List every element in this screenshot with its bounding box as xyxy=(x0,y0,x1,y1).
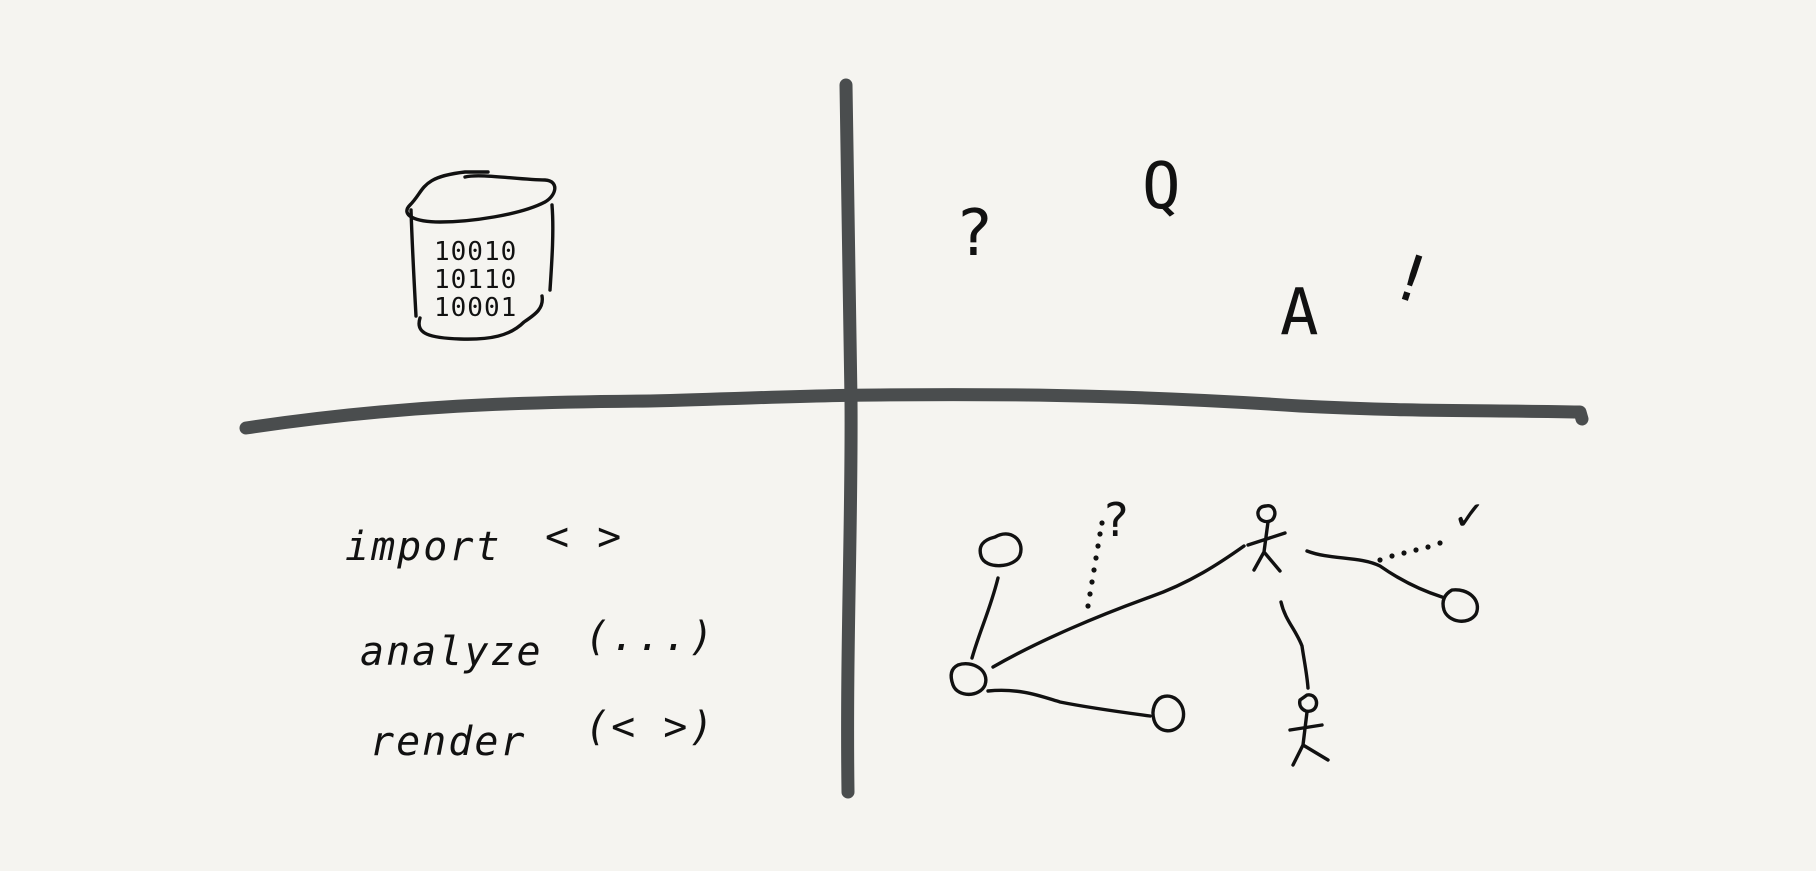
person-icon-bottom xyxy=(1288,693,1330,767)
binary-row-1: 10010 xyxy=(434,237,517,267)
person-icon-top xyxy=(1246,504,1287,573)
question-mark-icon: ? xyxy=(955,197,994,271)
edge-person-top-to-person-bottom xyxy=(1279,600,1310,690)
horizontal-axis xyxy=(239,388,1589,435)
edge-hub-to-person-top xyxy=(991,544,1246,669)
node-right xyxy=(1441,588,1480,623)
edge-node-top-left-to-hub xyxy=(970,576,1000,660)
code-snippet: import < > analyze (...) render (< >) xyxy=(345,514,715,765)
check-mark-icon: ✓ xyxy=(1455,487,1483,541)
database-icon: 10010 10110 10001 xyxy=(405,170,557,341)
network-question-mark-icon: ? xyxy=(1102,493,1130,547)
node-top-left xyxy=(978,532,1023,568)
network-graph: ? ✓ xyxy=(949,487,1483,767)
letter-a-icon: A xyxy=(1280,276,1319,350)
edge-person-top-to-node-right xyxy=(1305,549,1444,599)
code-keyword-analyze: analyze xyxy=(360,629,543,675)
qa-symbols: ? Q A ! xyxy=(955,150,1441,350)
exclamation-icon: ! xyxy=(1382,239,1442,321)
code-keyword-render: render xyxy=(370,719,527,765)
letter-q-icon: Q xyxy=(1142,150,1181,224)
dotted-edge-question xyxy=(1085,520,1105,609)
code-args-import: < > xyxy=(545,514,623,560)
vertical-axis xyxy=(839,78,858,799)
code-args-analyze: (...) xyxy=(585,614,715,660)
code-keyword-import: import xyxy=(345,524,502,570)
binary-row-3: 10001 xyxy=(434,293,517,323)
dotted-edge-check xyxy=(1377,540,1443,563)
node-bottom xyxy=(1151,694,1186,733)
edge-hub-to-node-bottom xyxy=(986,688,1152,718)
node-hub xyxy=(949,662,988,697)
code-args-render: (< >) xyxy=(585,704,715,750)
binary-row-2: 10110 xyxy=(434,265,517,295)
